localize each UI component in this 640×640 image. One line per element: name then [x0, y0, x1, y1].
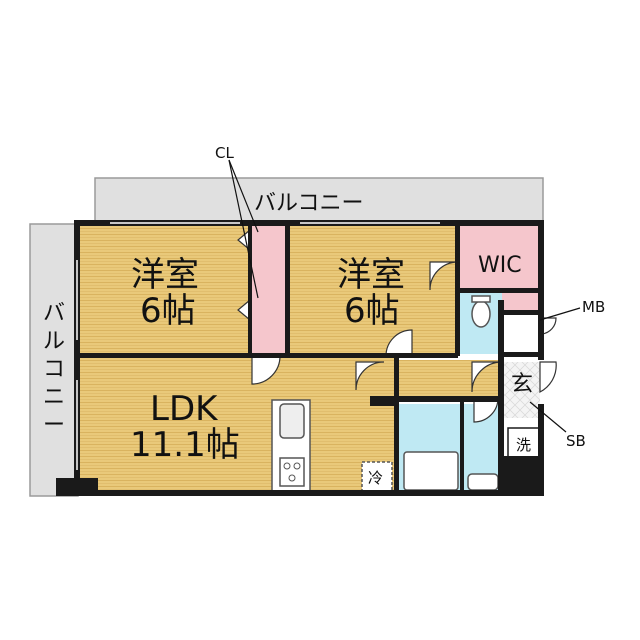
ldk-size: 11.1帖 [130, 425, 240, 465]
western-room-1-floor [78, 224, 250, 356]
left-balcony-char-5: ー [43, 413, 65, 438]
meter-box-label: MB [582, 298, 605, 316]
toilet [471, 300, 491, 328]
washer-label: 洗 [516, 436, 531, 454]
western-room-2-name: 洋室 [337, 255, 405, 295]
western-room-1-name: 洋室 [131, 255, 199, 295]
left-balcony-char-3: コ [43, 357, 65, 382]
kitchen-stove [279, 457, 305, 487]
left-balcony-char-1: バ [43, 301, 65, 326]
ldk-floor [78, 356, 394, 492]
ldk-name: LDK [150, 389, 219, 429]
bathtub [403, 451, 459, 491]
left-balcony [29, 223, 79, 497]
western-room-2-floor [289, 224, 457, 356]
top-balcony-label: バルコニー [254, 191, 364, 216]
left-balcony-char-2: ル [43, 329, 65, 354]
kitchen-sink [279, 403, 305, 439]
shoe-box-label: SB [566, 432, 586, 450]
stove-burner-2 [293, 462, 301, 470]
fridge-space [361, 461, 393, 493]
sb-leader-line [529, 401, 567, 433]
top-balcony [94, 177, 544, 223]
wash-basin [467, 473, 499, 491]
door-swings [251, 261, 557, 423]
wic-label: WIC [478, 253, 522, 278]
closet-label: CL [215, 144, 234, 162]
western-room-1-size: 6帖 [140, 291, 196, 331]
cl-leader-lines [228, 159, 259, 299]
stove-burner-3 [288, 474, 296, 482]
washer-space [507, 427, 541, 459]
entrance-label: 玄 [511, 372, 533, 397]
mb-leader-line [539, 307, 581, 321]
entrance-floor [504, 362, 540, 418]
western-room-2-size: 6帖 [344, 291, 400, 331]
fridge-label: 冷 [368, 469, 383, 487]
window-marks [76, 222, 440, 470]
stove-burner-1 [283, 462, 291, 470]
left-balcony-char-4: ニ [43, 385, 65, 410]
toilet-tank [471, 295, 491, 303]
